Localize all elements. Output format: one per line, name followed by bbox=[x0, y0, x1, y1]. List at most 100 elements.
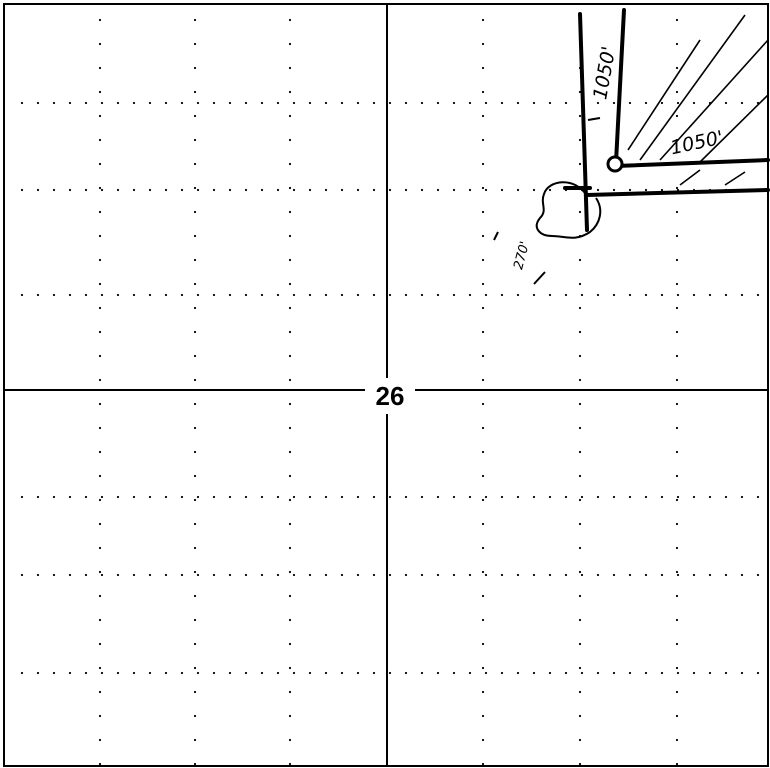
grid-dot bbox=[612, 495, 616, 499]
grid-dot bbox=[436, 573, 440, 577]
grid-dot bbox=[675, 18, 679, 22]
grid-dot bbox=[292, 671, 296, 675]
grid-dot bbox=[288, 738, 292, 742]
grid-dot bbox=[324, 671, 328, 675]
grid-dot bbox=[98, 162, 102, 166]
grid-dot bbox=[98, 114, 102, 118]
grid-dot bbox=[98, 618, 102, 622]
grid-dot bbox=[404, 293, 408, 297]
grid-dot bbox=[532, 671, 536, 675]
grid-dot bbox=[484, 188, 488, 192]
grid-dot bbox=[100, 573, 104, 577]
grid-dot bbox=[644, 188, 648, 192]
grid-dot bbox=[628, 573, 632, 577]
grid-dot bbox=[372, 573, 376, 577]
grid-dot bbox=[148, 573, 152, 577]
grid-dot bbox=[340, 188, 344, 192]
grid-dot bbox=[84, 293, 88, 297]
grid-dot bbox=[288, 186, 292, 190]
grid-dot bbox=[193, 714, 197, 718]
grid-dot bbox=[52, 188, 56, 192]
grid-dot bbox=[481, 234, 485, 238]
grid-dot bbox=[164, 573, 168, 577]
grid-dot bbox=[481, 570, 485, 574]
grid-dot bbox=[740, 293, 744, 297]
grid-dot bbox=[675, 570, 679, 574]
grid-dot bbox=[288, 546, 292, 550]
grid-dot bbox=[676, 495, 680, 499]
grid-dot bbox=[578, 666, 582, 670]
grid-dot bbox=[578, 282, 582, 286]
grid-dot bbox=[481, 42, 485, 46]
grid-dot bbox=[724, 495, 728, 499]
grid-dot bbox=[340, 495, 344, 499]
grid-dot bbox=[98, 450, 102, 454]
grid-dot bbox=[578, 498, 582, 502]
grid-dot bbox=[372, 293, 376, 297]
grid-dot bbox=[481, 762, 485, 766]
grid-dot bbox=[68, 573, 72, 577]
grid-dot bbox=[660, 293, 664, 297]
grid-dot bbox=[98, 498, 102, 502]
grid-dot bbox=[276, 188, 280, 192]
grid-dot bbox=[578, 258, 582, 262]
grid-dot bbox=[98, 42, 102, 46]
grid-dot bbox=[196, 495, 200, 499]
grid-dot bbox=[193, 90, 197, 94]
grid-dot bbox=[548, 573, 552, 577]
grid-dot bbox=[500, 573, 504, 577]
grid-dot bbox=[372, 101, 376, 105]
grid-dot bbox=[452, 188, 456, 192]
grid-dot bbox=[628, 671, 632, 675]
grid-dot bbox=[68, 293, 72, 297]
grid-dot bbox=[148, 188, 152, 192]
grid-dot bbox=[148, 101, 152, 105]
grid-dot bbox=[193, 186, 197, 190]
grid-dot bbox=[212, 495, 216, 499]
grid-dot bbox=[708, 293, 712, 297]
grid-dot bbox=[578, 642, 582, 646]
grid-dot bbox=[481, 618, 485, 622]
grid-dot bbox=[193, 426, 197, 430]
grid-dot bbox=[212, 293, 216, 297]
grid-dot bbox=[288, 570, 292, 574]
grid-dot bbox=[564, 293, 568, 297]
grid-dot bbox=[196, 573, 200, 577]
grid-dot bbox=[484, 495, 488, 499]
grid-dot bbox=[193, 210, 197, 214]
grid-dot bbox=[484, 573, 488, 577]
grid-dot bbox=[724, 671, 728, 675]
grid-dot bbox=[180, 671, 184, 675]
grid-dot bbox=[193, 162, 197, 166]
grid-dot bbox=[481, 498, 485, 502]
grid-dot bbox=[481, 378, 485, 382]
grid-dot bbox=[596, 293, 600, 297]
grid-dot bbox=[98, 570, 102, 574]
grid-dot bbox=[98, 258, 102, 262]
grid-dot bbox=[98, 306, 102, 310]
grid-dot bbox=[481, 330, 485, 334]
grid-dot bbox=[193, 618, 197, 622]
grid-dot bbox=[578, 210, 582, 214]
grid-dot bbox=[660, 495, 664, 499]
grid-dot bbox=[288, 378, 292, 382]
grid-dot bbox=[452, 293, 456, 297]
grid-dot bbox=[675, 450, 679, 454]
grid-dot bbox=[481, 402, 485, 406]
grid-dot bbox=[340, 671, 344, 675]
grid-dot bbox=[675, 738, 679, 742]
grid-dot bbox=[292, 573, 296, 577]
grid-dot bbox=[481, 690, 485, 694]
grid-dot bbox=[675, 642, 679, 646]
grid-dot bbox=[532, 101, 536, 105]
grid-dot bbox=[292, 188, 296, 192]
grid-dot bbox=[644, 293, 648, 297]
grid-dot bbox=[516, 573, 520, 577]
grid-dot bbox=[676, 671, 680, 675]
grid-dot bbox=[420, 495, 424, 499]
grid-dot bbox=[500, 293, 504, 297]
grid-dot bbox=[420, 188, 424, 192]
grid-dot bbox=[372, 188, 376, 192]
grid-dot bbox=[675, 522, 679, 526]
